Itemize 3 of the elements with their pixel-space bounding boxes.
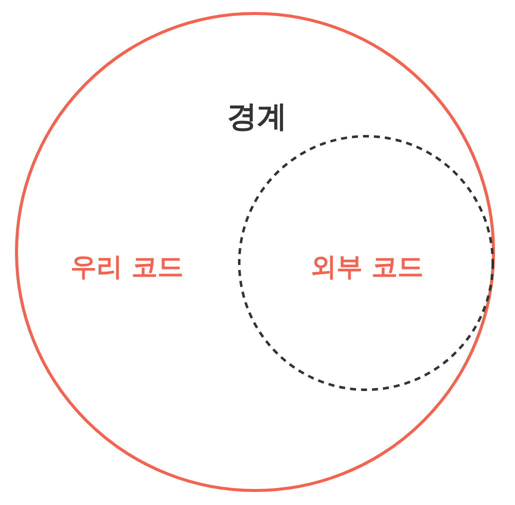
region-label: 외부 코드 bbox=[310, 252, 424, 284]
region-label: 우리 코드 bbox=[70, 252, 184, 284]
title-label: 경계 bbox=[227, 98, 287, 136]
